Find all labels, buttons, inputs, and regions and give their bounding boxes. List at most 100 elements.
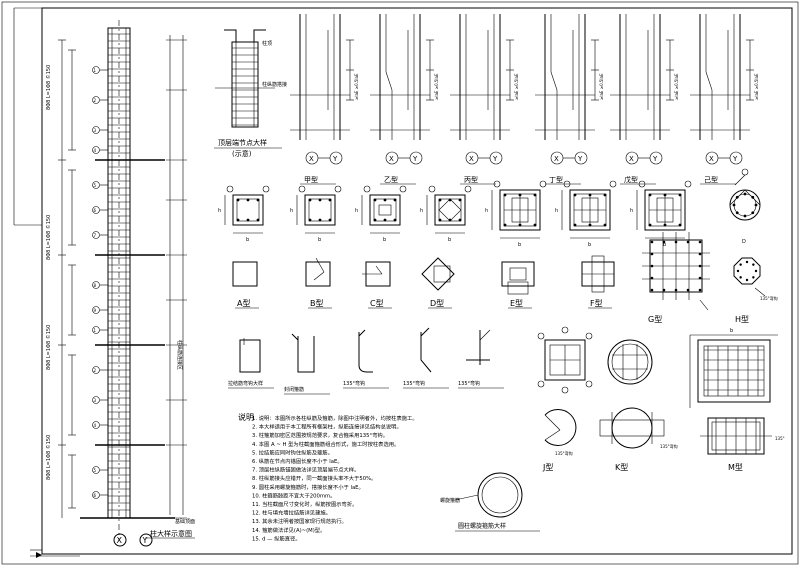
svg-text:h: h	[420, 208, 423, 214]
hook-detail-2: 封闭箍筋	[284, 333, 330, 395]
hook-label-4: 135°弯钩	[403, 380, 425, 387]
round-detail-title: 圆柱螺旋箍筋大样	[458, 522, 506, 530]
top-detail-title: 顶层端节点大样	[218, 138, 267, 147]
vertical-dim-labels: 8Φ8 L=1Φ8 ©150 8Φ8 L=1Φ8 ©150 8Φ8 L=1Φ8 …	[45, 65, 183, 480]
svg-text:≥laE ≥0.5laE: ≥laE ≥0.5laE	[514, 73, 519, 100]
column-type-label-3: 丙型	[464, 175, 478, 184]
svg-text:h: h	[485, 208, 488, 214]
svg-text:4: 4	[94, 423, 97, 428]
note-line: 13. 其余未注明者按国家现行规范执行。	[252, 517, 347, 525]
axis-y-6: Y	[732, 155, 738, 163]
svg-text:基础顶面: 基础顶面	[175, 518, 195, 525]
floor-slabs	[80, 159, 175, 519]
column-section-4: bh	[420, 185, 472, 243]
section-g	[642, 232, 710, 311]
svg-text:柱纵筋搭接: 柱纵筋搭接	[262, 81, 287, 88]
section-h: 135°弯钩b	[689, 257, 778, 408]
svg-text:b: b	[663, 242, 666, 248]
tie-label-f: F型	[590, 299, 603, 308]
axis-marks-elevation: X Y	[113, 533, 153, 547]
svg-text:8Φ8 L=1Φ8 ©150: 8Φ8 L=1Φ8 ©150	[45, 325, 52, 370]
svg-text:8Φ8 L=1Φ8 ©150: 8Φ8 L=1Φ8 ©150	[45, 435, 52, 480]
svg-text:h: h	[630, 208, 633, 214]
svg-text:1: 1	[94, 328, 97, 333]
svg-text:b: b	[588, 242, 591, 248]
tie-label-d: D型	[430, 299, 444, 308]
column-section-5: bh	[485, 180, 547, 248]
svg-text:7: 7	[94, 233, 97, 238]
svg-text:1: 1	[94, 68, 97, 73]
hook-detail-3: 135°弯钩	[343, 329, 389, 389]
section-k: 135°弯钩	[599, 407, 678, 449]
tie-label-b: B型	[310, 299, 324, 308]
svg-text:8Φ8 L=1Φ8 ©150: 8Φ8 L=1Φ8 ©150	[45, 65, 52, 110]
tie-label-j: J型	[542, 463, 553, 472]
round-spiral-detail: 螺旋箍筋 圆柱螺旋箍筋大样	[440, 472, 540, 532]
svg-text:h: h	[218, 208, 221, 214]
column-type-label-5: 戊型	[624, 175, 638, 184]
large-sections: 135°弯钩b 135°弯钩 135°弯钩 135°	[537, 232, 785, 456]
axis-mark-y: Y	[142, 536, 148, 545]
note-line: 8. 柱纵筋接头应错开，同一截面接头率不大于50%。	[252, 474, 376, 482]
hook-label-2: 封闭箍筋	[284, 386, 304, 393]
axis-y-1: Y	[332, 155, 338, 163]
svg-text:≥laE ≥0.5laE: ≥laE ≥0.5laE	[354, 73, 359, 100]
tie-type-D: D型	[421, 257, 455, 309]
column-type-label-2: 乙型	[384, 175, 398, 184]
hook-detail-5: 135°弯钩	[458, 329, 504, 389]
tie-type-B: B型	[305, 257, 332, 309]
column-section-6: bh	[555, 180, 617, 248]
note-line: 6. 纵筋在节点内锚固长度不小于 laE。	[252, 457, 343, 465]
tie-type-E: E型	[501, 261, 535, 309]
column-section-1: bh	[218, 185, 270, 243]
hook-label-5: 135°弯钩	[458, 380, 480, 387]
tie-label-g: G型	[648, 315, 662, 324]
axis-y-4: Y	[577, 155, 583, 163]
note-line: 11. 当柱截面尺寸变化时，纵筋按图示弯折。	[252, 500, 357, 508]
svg-text:螺旋箍筋: 螺旋箍筋	[440, 497, 460, 504]
column-section-2: bh	[290, 185, 342, 243]
tie-label-k: K型	[615, 463, 628, 472]
svg-text:柱顶: 柱顶	[262, 40, 272, 47]
axis-x-3: X	[469, 155, 474, 163]
note-line: 3. 柱箍筋加密区范围按规范要求，复合箍采用135°弯钩。	[252, 431, 388, 439]
svg-text:b: b	[246, 237, 249, 243]
svg-text:h: h	[555, 208, 558, 214]
tie-label-e: E型	[510, 299, 523, 308]
tie-type-A: A型	[232, 261, 259, 309]
column-section-7: bh	[630, 180, 692, 248]
tie-type-C: C型	[362, 261, 392, 309]
svg-text:h: h	[355, 208, 358, 214]
svg-text:b: b	[383, 237, 386, 243]
svg-text:135°弯钩: 135°弯钩	[760, 295, 778, 301]
section-j: 135°弯钩	[537, 326, 653, 456]
column-type-label-4: 丁型	[549, 175, 563, 184]
svg-text:2: 2	[94, 98, 97, 103]
svg-text:5: 5	[94, 468, 97, 473]
svg-text:5: 5	[94, 183, 97, 188]
axis-x-6: X	[709, 155, 714, 163]
axis-x-2: X	[389, 155, 394, 163]
tie-label-a: A型	[237, 299, 250, 308]
svg-text:4: 4	[94, 148, 97, 153]
column-type-label-1: 甲型	[304, 175, 318, 184]
svg-text:≥laE ≥0.5laE: ≥laE ≥0.5laE	[754, 73, 759, 100]
tie-label-m: M型	[728, 463, 743, 472]
svg-text:b: b	[448, 237, 451, 243]
svg-text:135°弯钩: 135°弯钩	[555, 450, 573, 456]
note-line: 14. 箍筋做法详见(A)~(M)型。	[252, 526, 325, 534]
tie-label-h: H型	[735, 315, 749, 324]
svg-text:b: b	[518, 242, 521, 248]
axis-mark-x: X	[117, 536, 123, 545]
svg-text:柱纵筋连接区: 柱纵筋连接区	[176, 340, 183, 370]
